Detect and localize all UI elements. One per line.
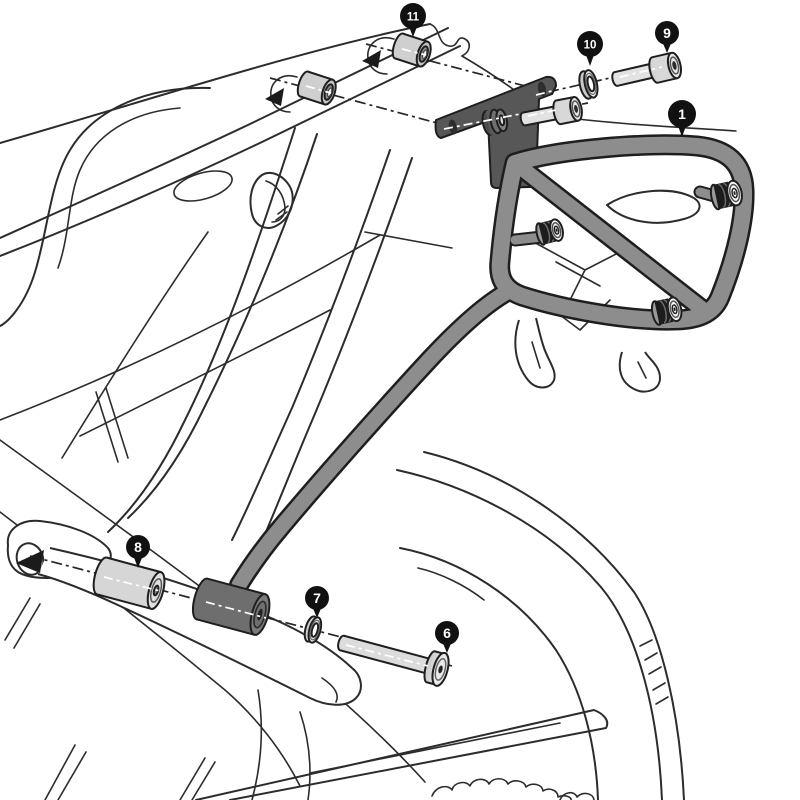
seat-rail-tube bbox=[0, 27, 449, 239]
well-nut-left bbox=[296, 70, 337, 106]
plate-bracket-zigzag bbox=[529, 239, 621, 331]
washer-10 bbox=[578, 69, 599, 100]
seat-rail-tube-lower bbox=[0, 45, 461, 257]
fender-hatch bbox=[639, 639, 669, 705]
mounting-puck-middle bbox=[535, 218, 564, 246]
tail-tip-edge bbox=[429, 23, 471, 57]
chain-guard-inner bbox=[309, 722, 561, 774]
mounting-puck-bottom bbox=[650, 296, 683, 326]
tail-top-edge bbox=[0, 23, 431, 144]
callout-9: 9 bbox=[655, 21, 679, 53]
centerline-overlays bbox=[103, 48, 663, 667]
callout-1: 1 bbox=[668, 100, 696, 137]
callout-9-label: 9 bbox=[663, 25, 671, 41]
tail-panel-edge bbox=[0, 234, 381, 421]
hugger-arc bbox=[399, 547, 599, 800]
side-carrier bbox=[229, 134, 755, 595]
well-nut-11 bbox=[391, 32, 432, 68]
fender-arc-outer-2 bbox=[423, 451, 685, 800]
finger-tab-2 bbox=[618, 351, 661, 393]
insertion-arrows bbox=[16, 37, 395, 573]
crease-line-1 bbox=[61, 231, 209, 459]
finger-tab-1-inner bbox=[531, 341, 541, 369]
callout-8: 8 bbox=[126, 535, 150, 568]
support-tube bbox=[231, 283, 517, 593]
tire-tread-scallops bbox=[431, 777, 572, 800]
centerline-bolt-6 bbox=[345, 644, 429, 667]
seat-crease bbox=[57, 107, 181, 269]
callout-11: 11 bbox=[400, 3, 426, 37]
lower-fixing-assembly bbox=[92, 556, 450, 687]
chain-guard bbox=[195, 709, 609, 800]
boss-arrowhead bbox=[16, 550, 44, 573]
seat-outline bbox=[0, 86, 211, 327]
callout-7: 7 bbox=[305, 586, 329, 618]
frame-tube-right-2 bbox=[259, 157, 413, 547]
centerline-bolt-9 bbox=[619, 66, 663, 78]
centerline-plate-lower bbox=[443, 109, 557, 130]
finger-tab-2-inner bbox=[637, 361, 647, 379]
tail-light-blob bbox=[606, 189, 701, 224]
centerline-wellnut-11 bbox=[401, 48, 427, 56]
footrest-arm-inner bbox=[321, 677, 338, 703]
frame-tube-right bbox=[231, 149, 391, 541]
frame-tube-left-2 bbox=[127, 133, 318, 519]
plate-slot-left bbox=[448, 119, 458, 135]
well-nuts bbox=[296, 32, 432, 106]
centerline-plate-upper bbox=[535, 90, 553, 96]
socket-bolt-9 bbox=[611, 51, 682, 87]
bodywork-hatch bbox=[4, 597, 216, 800]
washer-7 bbox=[303, 615, 323, 644]
callout-10-label: 10 bbox=[584, 39, 597, 51]
callout-11-label: 11 bbox=[407, 11, 420, 23]
panel-crease bbox=[79, 309, 331, 437]
frame-tube-left bbox=[107, 127, 296, 533]
rotate-arrowhead-11 bbox=[362, 50, 381, 68]
tail-under-line bbox=[364, 231, 453, 249]
callout-1-label: 1 bbox=[678, 106, 686, 122]
reflector-oval bbox=[173, 170, 233, 202]
centerline-wellnut-left bbox=[305, 85, 332, 94]
rotate-arrowhead-left bbox=[265, 88, 284, 106]
tire-tread-scallops-2 bbox=[559, 791, 595, 800]
hugger-inner bbox=[417, 567, 485, 601]
callout-6-label: 6 bbox=[443, 625, 451, 641]
cross-tube bbox=[511, 158, 714, 320]
fender-arc-outer-1 bbox=[396, 469, 663, 800]
foot-sleeve bbox=[191, 577, 271, 636]
callout-7-label: 7 bbox=[313, 590, 321, 606]
bodywork-lines bbox=[251, 689, 311, 800]
callout-6: 6 bbox=[435, 621, 459, 653]
callouts: 11 10 9 1 8 7 6 bbox=[126, 3, 696, 653]
crease-hatch bbox=[95, 387, 129, 463]
axis-wellnut-left bbox=[269, 77, 453, 128]
centerline-spacer-8 bbox=[103, 576, 161, 592]
callout-10: 10 bbox=[577, 31, 603, 66]
plate-grommet bbox=[481, 108, 509, 136]
mounting-puck-right bbox=[709, 179, 743, 211]
vent-hatch bbox=[275, 205, 289, 221]
callout-8-label: 8 bbox=[134, 539, 142, 555]
